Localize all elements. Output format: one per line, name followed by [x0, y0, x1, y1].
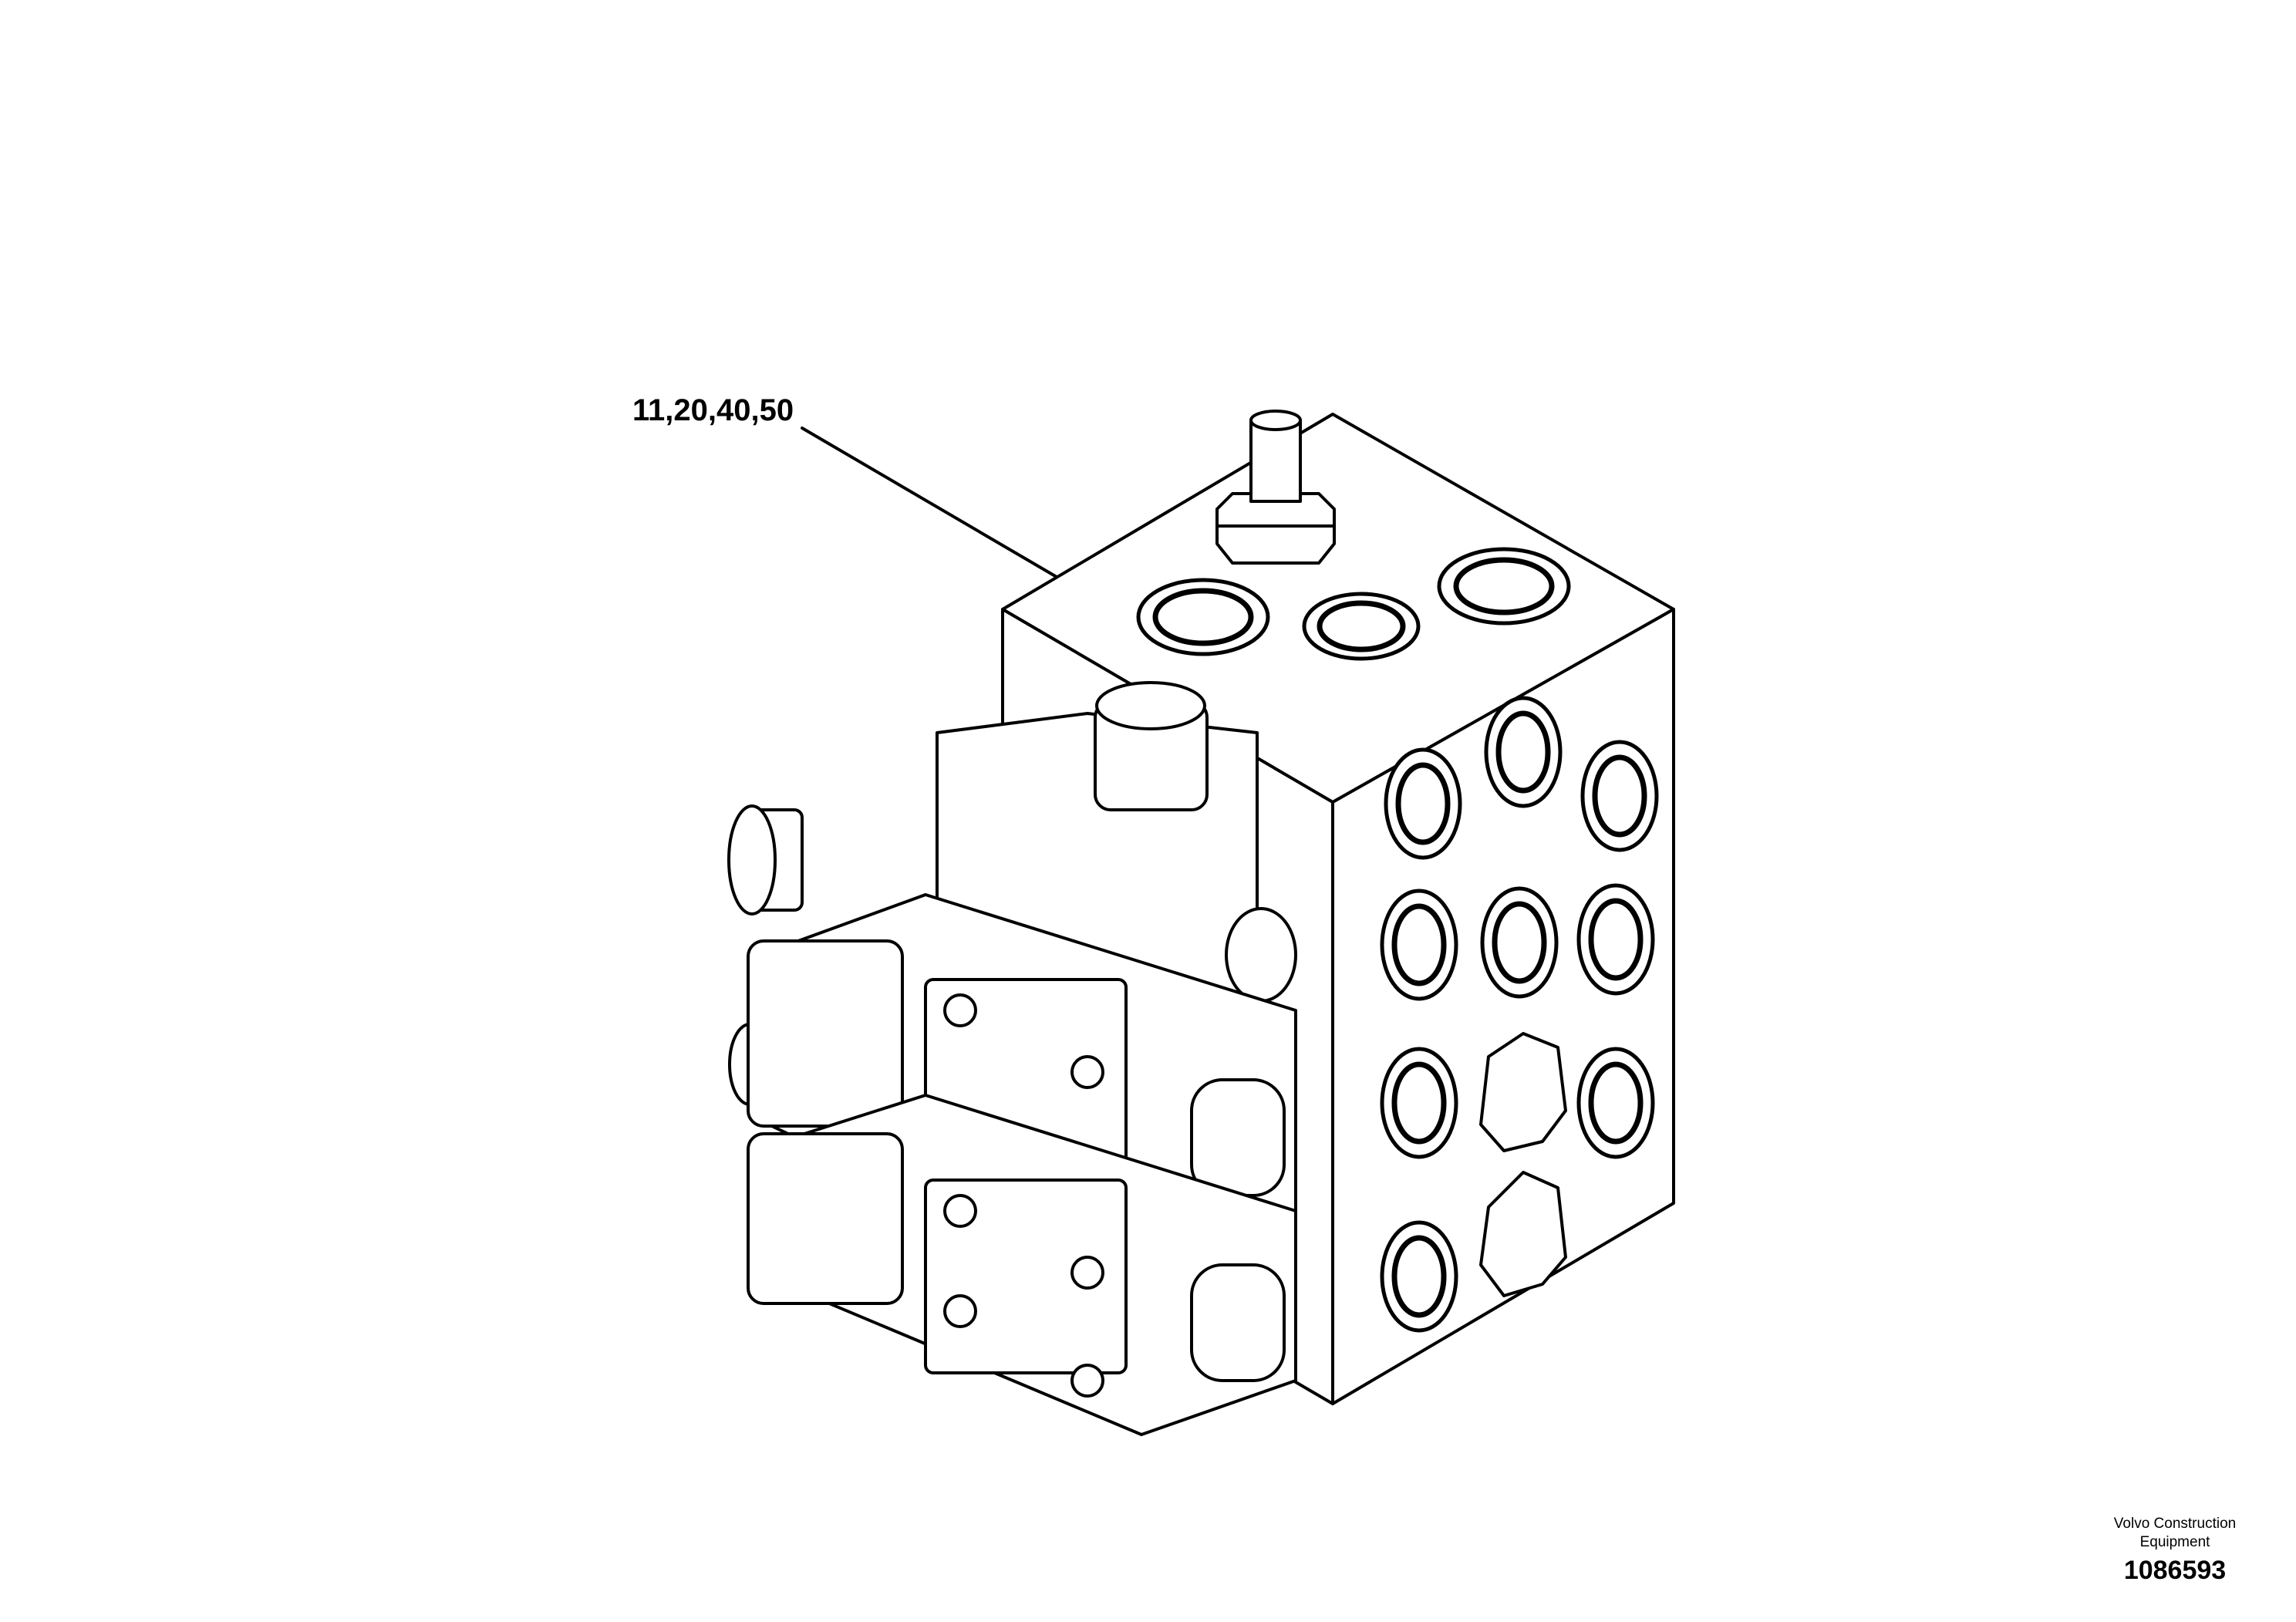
part-callout-label: 11,20,40,50 — [632, 393, 794, 427]
publisher-line-1: Volvo Construction — [2113, 1516, 2237, 1532]
drawing-number: 1086593 — [2123, 1556, 2227, 1585]
lower-solenoid-module — [747, 1094, 1297, 1436]
right-face-ports — [1380, 696, 1659, 1333]
top-face-ports — [1136, 547, 1571, 661]
right-face-plugs — [1479, 1032, 1567, 1297]
top-fitting — [1215, 410, 1336, 565]
cylinder-cap — [1225, 907, 1297, 1003]
publisher-name: Volvo Construction Equipment — [2082, 1515, 2267, 1552]
callout-leader-line — [801, 427, 1058, 578]
publisher-line-2: Equipment — [2139, 1534, 2210, 1550]
